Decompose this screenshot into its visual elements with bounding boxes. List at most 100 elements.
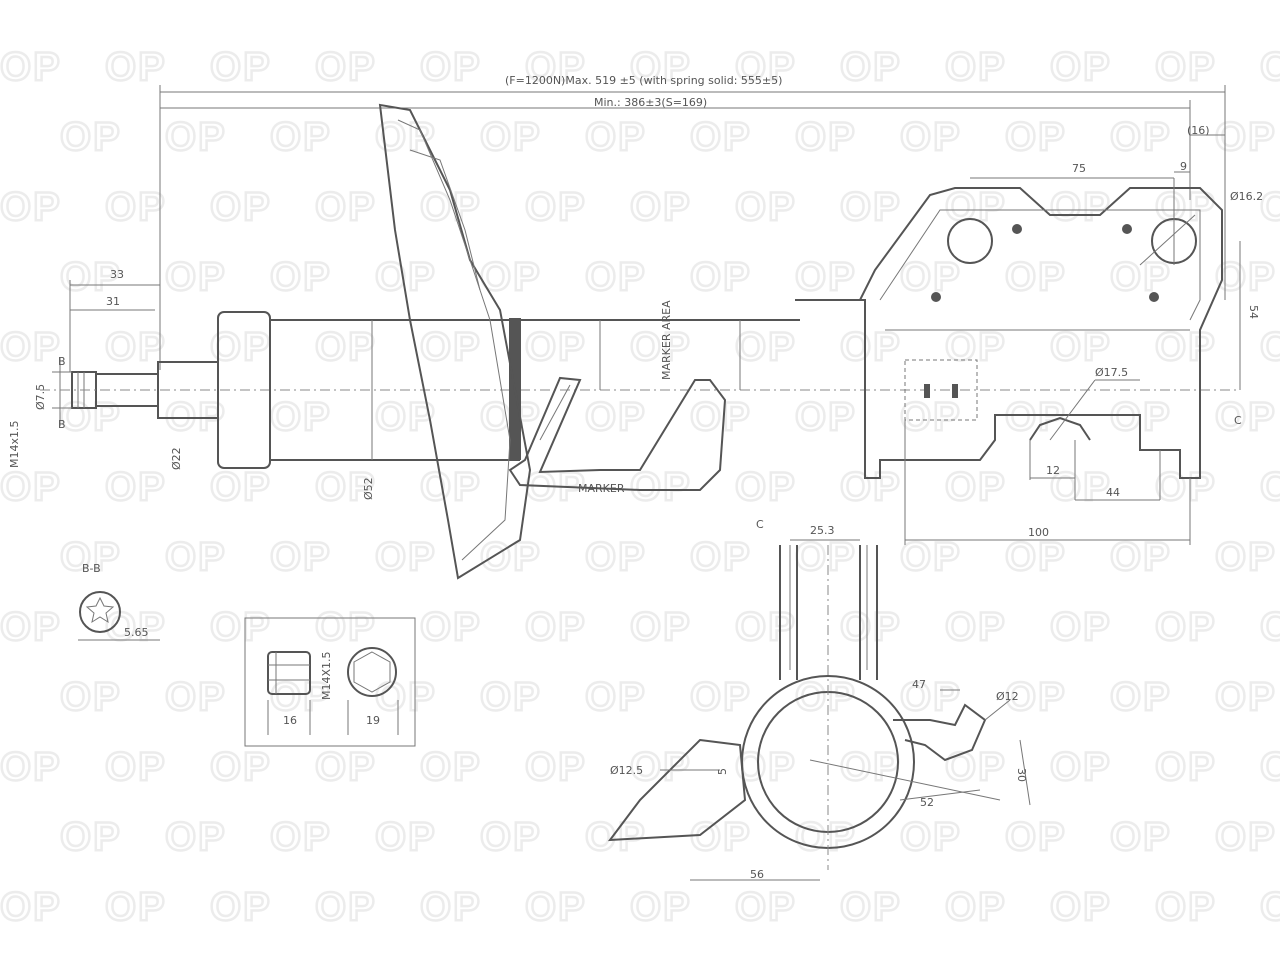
op-watermark-text: OP	[210, 465, 272, 509]
op-watermark-text: OP	[1260, 885, 1280, 929]
op-watermark-text: OP	[0, 605, 62, 649]
op-watermark-text: OP	[165, 675, 227, 719]
op-watermark-text: OP	[210, 745, 272, 789]
op-watermark-text: OP	[0, 185, 62, 229]
op-watermark-pattern: OP OP OP OP OP OP OP OP OP OP OP OP OP OP OP OP OP OP OP OP…	[0, 44, 1280, 931]
op-watermark-text: OP	[585, 675, 647, 719]
op-watermark-text: OP	[1110, 675, 1172, 719]
op-watermark-text: OP	[1050, 185, 1112, 229]
op-watermark-text: OP	[480, 115, 542, 159]
op-watermark-text: OP	[1005, 255, 1067, 299]
op-watermark-text: OP	[795, 815, 857, 859]
op-watermark-text: OP	[525, 885, 587, 929]
op-watermark-text: OP	[105, 325, 167, 369]
op-watermark-text: OP	[0, 45, 62, 89]
op-watermark-text: OP	[945, 45, 1007, 89]
op-watermark-text: OP	[315, 465, 377, 509]
spring-seat-plate	[378, 103, 532, 580]
op-watermark-text: OP	[210, 885, 272, 929]
dim-54-label: 54	[1247, 305, 1260, 319]
op-watermark-text: OP	[1050, 745, 1112, 789]
op-watermark-text: OP	[375, 535, 437, 579]
op-watermark-text: OP	[945, 465, 1007, 509]
dim-16-label: (16)	[1187, 124, 1210, 137]
op-watermark-text: OP	[0, 885, 62, 929]
dim-56-label: 56	[750, 868, 764, 881]
view-c-clamp: C 25.3 47 Ø12 Ø12.5 5 30 52 56	[607, 518, 1031, 881]
op-watermark-text: OP	[1005, 815, 1067, 859]
op-watermark-text: OP	[1215, 395, 1277, 439]
op-watermark-text: OP	[105, 745, 167, 789]
op-watermark-text: OP	[60, 115, 122, 159]
knuckle-bracket: 75 (16) 9 Ø16.2 54 Ø17.5 12 44 100 C	[795, 124, 1263, 545]
op-watermark-text: OP	[1260, 325, 1280, 369]
dim-30-label: 30	[1015, 768, 1028, 782]
op-watermark-text: OP	[795, 395, 857, 439]
op-watermark-text: OP	[60, 395, 122, 439]
dia-17-5-label: Ø17.5	[1095, 366, 1128, 379]
op-watermark-text: OP	[1110, 255, 1172, 299]
nut-width-16-label: 16	[283, 714, 297, 727]
op-watermark-text: OP	[735, 885, 797, 929]
op-watermark-text: OP	[1260, 605, 1280, 649]
op-watermark-text: OP	[525, 185, 587, 229]
overall-max-length-label: (F=1200N)Max. 519 ±5 (with spring solid:…	[505, 74, 782, 87]
op-watermark-text: OP	[105, 185, 167, 229]
op-watermark-text: OP	[0, 325, 62, 369]
op-watermark-text: OP	[690, 395, 752, 439]
op-watermark-text: OP	[1260, 185, 1280, 229]
section-b-b-view: B-B 5.65	[78, 562, 160, 641]
overall-min-length-label: Min.: 386±3(S=169)	[594, 96, 707, 109]
op-watermark-text: OP	[795, 535, 857, 579]
op-watermark-text: OP	[60, 535, 122, 579]
op-watermark-text: OP	[525, 605, 587, 649]
dim-12-label: 12	[1046, 464, 1060, 477]
dim-44-label: 44	[1106, 486, 1120, 499]
op-watermark-text: OP	[840, 885, 902, 929]
dia-52-label: Ø52	[362, 477, 375, 500]
op-watermark-text: OP	[690, 115, 752, 159]
op-watermark-text: OP	[735, 605, 797, 649]
op-watermark-text: OP	[0, 465, 62, 509]
op-watermark-text: OP	[1050, 605, 1112, 649]
op-watermark-text: OP	[105, 465, 167, 509]
op-watermark-text: OP	[210, 45, 272, 89]
op-watermark-text: OP	[585, 815, 647, 859]
op-watermark-text: OP	[585, 535, 647, 579]
op-watermark-text: OP	[630, 465, 692, 509]
op-watermark-text: OP	[1005, 535, 1067, 579]
op-watermark-text: OP	[1215, 255, 1277, 299]
op-watermark-text: OP	[60, 675, 122, 719]
marker-area-label: MARKER AREA	[660, 300, 673, 380]
op-watermark-text: OP	[690, 675, 752, 719]
op-watermark-text: OP	[1155, 465, 1217, 509]
section-b-b-title: B-B	[82, 562, 101, 575]
op-watermark-text: OP	[630, 885, 692, 929]
nut-detail-box: M14X1.5 16 19	[244, 617, 416, 747]
op-watermark-text: OP	[420, 325, 482, 369]
op-watermark-text: OP	[795, 255, 857, 299]
op-watermark-text: OP	[270, 535, 332, 579]
op-watermark-text: OP	[1110, 815, 1172, 859]
dim-25-3-label: 25.3	[810, 524, 835, 537]
lower-spring-seat: MARKER	[508, 376, 727, 495]
dim-9-label: 9	[1180, 160, 1187, 173]
nut-width-19-label: 19	[366, 714, 380, 727]
op-watermark-text: OP	[315, 185, 377, 229]
dia-12-label: Ø12	[996, 690, 1019, 703]
op-watermark-text: OP	[630, 745, 692, 789]
op-watermark-text: OP	[690, 535, 752, 579]
op-watermark-text: OP	[105, 45, 167, 89]
op-watermark-text: OP	[480, 815, 542, 859]
op-watermark-text: OP	[900, 255, 962, 299]
op-watermark-text: OP	[1005, 115, 1067, 159]
op-watermark-text: OP	[270, 115, 332, 159]
op-watermark-text: OP	[420, 465, 482, 509]
op-watermark-text: OP	[1050, 325, 1112, 369]
op-watermark-text: OP	[1155, 745, 1217, 789]
op-watermark-text: OP	[315, 45, 377, 89]
op-watermark-text: OP	[270, 255, 332, 299]
op-watermark-text: OP	[900, 815, 962, 859]
op-watermark-text: OP	[315, 605, 377, 649]
op-watermark-text: OP	[105, 885, 167, 929]
